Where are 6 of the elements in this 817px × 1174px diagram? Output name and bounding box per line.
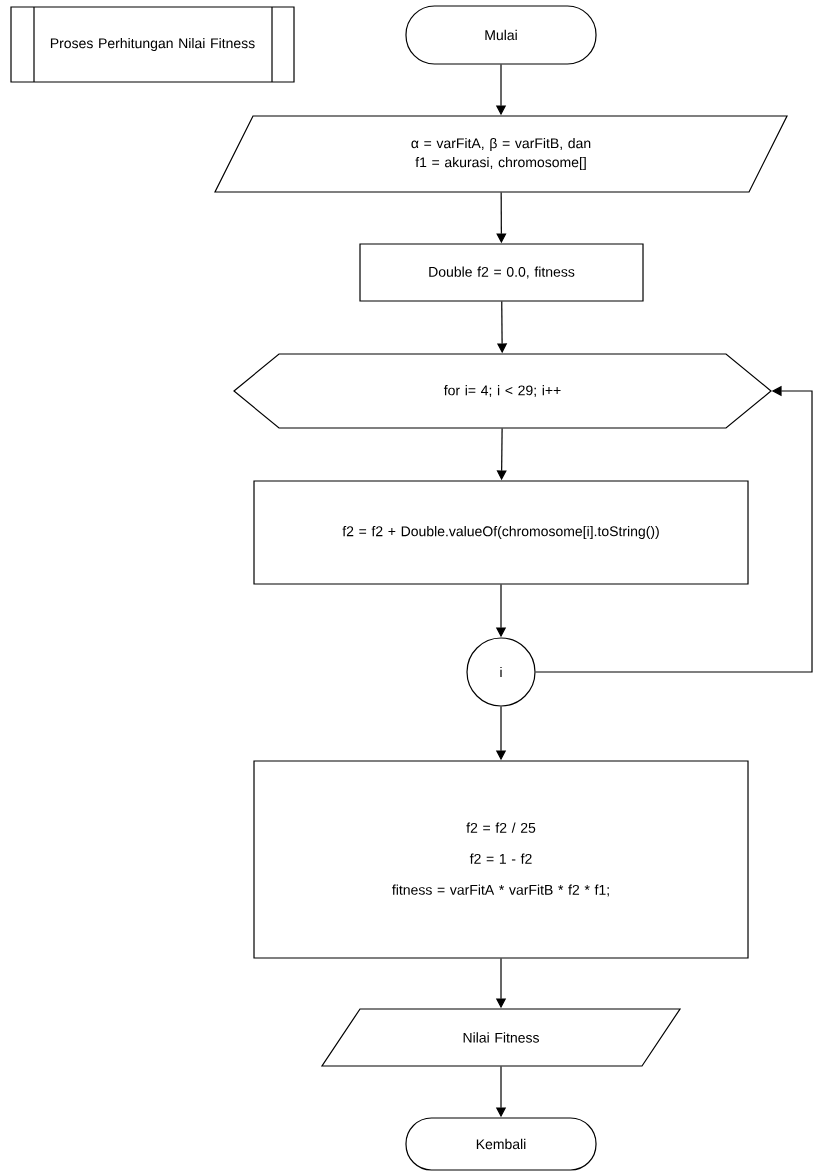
loop-hexagon: for i= 4; i < 29; i++: [233, 353, 772, 429]
process-box: Double f2 = 0.0, fitness: [359, 243, 644, 302]
input-parallelogram: α = varFitA, β = varFitB, dan f1 = akurasi, chromosome[]: [214, 115, 788, 193]
predefined-process-box: Proses Perhitungan Nilai Fitness: [10, 6, 295, 83]
process-box: f2 = f2 / 25 f2 = 1 - f2 fitness = varFitA * varFitB * f2 * f1;: [253, 760, 749, 959]
process-box: f2 = f2 + Double.valueOf(chromosome[i].toString()): [253, 480, 749, 585]
